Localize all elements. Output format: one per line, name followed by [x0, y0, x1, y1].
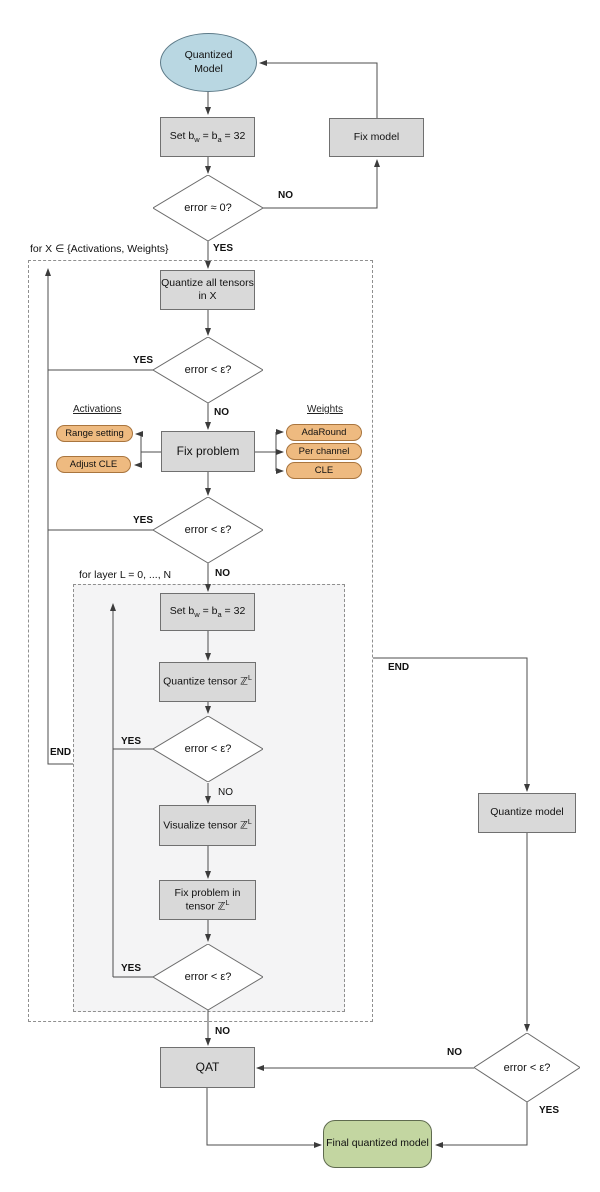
branch-label-no: NO — [447, 1047, 462, 1058]
decision-label: error < ε? — [184, 524, 232, 536]
group-header-weights: Weights — [307, 404, 343, 415]
decision-error-eps-1: error < ε? — [153, 337, 263, 403]
node-quantize-tensor: Quantize tensor ℤL — [159, 662, 256, 702]
branch-label-yes: YES — [121, 963, 142, 974]
branch-label-yes: YES — [121, 736, 142, 747]
node-label: Final quantized model — [326, 1137, 429, 1150]
node-label: in X — [198, 290, 217, 302]
node-label: tensor ℤL — [185, 899, 230, 913]
node-label: Set bw = ba = 32 — [169, 604, 246, 619]
pill-label: Adjust CLE — [69, 459, 118, 470]
pill-per-channel: Per channel — [286, 443, 362, 460]
node-qat: QAT — [160, 1047, 255, 1088]
node-quantized-model: Quantized Model — [160, 33, 257, 92]
edge-eps5-yes-to-final — [435, 1102, 528, 1148]
decision-label: error ≈ 0? — [184, 202, 232, 214]
pill-adjust-cle: Adjust CLE — [56, 456, 131, 473]
edge-qat-to-final — [206, 1088, 322, 1148]
decision-error-eps-5: error < ε? — [474, 1033, 580, 1102]
diamond-shape — [474, 1033, 580, 1102]
node-label: Fix problem — [176, 444, 240, 458]
diamond-shape — [153, 175, 263, 241]
node-label: Fix model — [353, 130, 400, 143]
diamond-shape — [153, 497, 263, 563]
node-label: Set bw = ba = 32 — [169, 129, 246, 144]
loop-label-for-layer: for layer L = 0, ..., N — [79, 569, 172, 581]
node-label: Quantize model — [490, 806, 564, 819]
node-label: Visualize tensor ℤL — [163, 818, 252, 832]
branch-label-yes: YES — [213, 243, 234, 254]
pill-label: Per channel — [298, 446, 350, 457]
decision-label: error < ε? — [184, 743, 232, 755]
decision-label: error < ε? — [184, 971, 232, 983]
branch-label-yes: YES — [133, 515, 154, 526]
decision-error-eps-2: error < ε? — [153, 497, 263, 563]
pill-cle: CLE — [286, 462, 362, 479]
branch-label-no: NO — [278, 190, 293, 201]
node-label: Model — [194, 62, 223, 75]
branch-label-no: NO — [214, 407, 229, 418]
diamond-shape — [153, 337, 263, 403]
decision-error-zero: error ≈ 0? — [153, 175, 263, 241]
branch-label-yes: YES — [133, 355, 154, 366]
edge-end-to-quantizemodel — [373, 657, 530, 792]
pill-label: Range setting — [65, 428, 124, 439]
branch-label-end-left: END — [50, 747, 72, 758]
node-label: Fix problem in — [174, 886, 241, 899]
diamond-shape — [153, 716, 263, 782]
diamond-shape — [153, 944, 263, 1010]
pill-adaround: AdaRound — [286, 424, 362, 441]
branch-label-no: NO — [215, 568, 230, 579]
edge-errzero-no-to-fixmodel — [263, 159, 380, 209]
node-label: QAT — [195, 1060, 220, 1074]
node-label: Quantize all tensors — [161, 276, 254, 289]
node-quantize-model: Quantize model — [478, 793, 576, 833]
loop-label-for-x: for X ∈ {Activations, Weights} — [30, 243, 169, 255]
branch-label-no: NO — [218, 787, 233, 798]
decision-error-eps-4: error < ε? — [153, 944, 263, 1010]
edge-fixmodel-to-start — [259, 60, 378, 118]
branch-label-end-right: END — [388, 662, 410, 673]
pill-range-setting: Range setting — [56, 425, 133, 442]
node-fix-model: Fix model — [329, 118, 424, 157]
node-quantize-all-tensors: Quantize all tensors in X — [160, 270, 255, 310]
pill-label: AdaRound — [301, 427, 347, 438]
decision-label: error < ε? — [184, 364, 232, 376]
node-final-quantized-model: Final quantized model — [323, 1120, 432, 1168]
node-label: Quantize tensor ℤL — [163, 675, 252, 688]
loop-region-for-x — [28, 260, 373, 1022]
node-set-bits-top: Set bw = ba = 32 — [160, 117, 255, 157]
node-set-bits-inner: Set bw = ba = 32 — [160, 593, 255, 631]
edge-outer-loopback — [45, 268, 73, 765]
decision-label: error < ε? — [503, 1061, 551, 1074]
branch-label-yes: YES — [539, 1105, 560, 1116]
node-visualize-tensor: Visualize tensor ℤL — [159, 805, 256, 846]
branch-label-no: NO — [215, 1026, 230, 1037]
decision-error-eps-3: error < ε? — [153, 716, 263, 782]
pill-label: CLE — [314, 465, 334, 476]
group-header-activations: Activations — [73, 404, 122, 415]
node-fix-problem-tensor: Fix problem in tensor ℤL — [159, 880, 256, 920]
node-fix-problem: Fix problem — [161, 431, 255, 472]
node-label: Quantized — [184, 48, 233, 61]
